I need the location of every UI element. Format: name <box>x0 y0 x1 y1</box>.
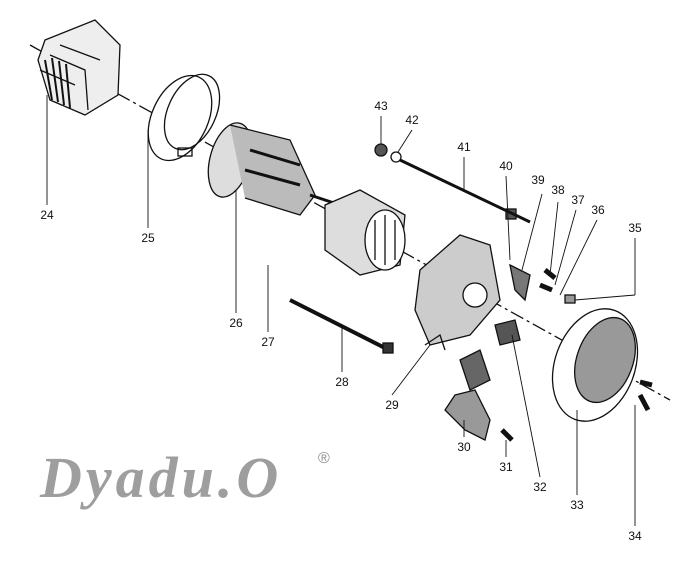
part-label-32: 32 <box>533 480 547 494</box>
leader-lines <box>46 95 636 526</box>
part-label-37: 37 <box>571 193 585 207</box>
part-label-34: 34 <box>628 529 642 543</box>
part-label-42: 42 <box>405 113 419 127</box>
part-39 <box>509 263 531 302</box>
part-label-29: 29 <box>385 398 399 412</box>
part-label-33: 33 <box>570 498 584 512</box>
end-bracket-part-29 <box>414 234 501 351</box>
registered-mark: ® <box>318 450 330 467</box>
screw-part-34 <box>637 379 653 412</box>
part-label-31: 31 <box>499 460 513 474</box>
part-label-24: 24 <box>40 208 54 222</box>
part-label-38: 38 <box>551 183 565 197</box>
part-label-43: 43 <box>374 99 388 113</box>
part-label-30: 30 <box>457 440 471 454</box>
bolt-part-28 <box>289 298 394 354</box>
part-35 <box>564 294 576 304</box>
part-label-40: 40 <box>499 159 513 173</box>
fan-cover-part-24 <box>37 19 121 116</box>
part-label-39: 39 <box>531 173 545 187</box>
screw-part-31 <box>500 428 514 442</box>
watermark: Dyadu.O <box>40 445 283 510</box>
end-cover-part-33 <box>551 308 639 422</box>
part-label-26: 26 <box>229 316 243 330</box>
brush-holder-part-32 <box>494 319 521 346</box>
part-label-41: 41 <box>457 140 471 154</box>
through-bolt-part-41 <box>399 158 531 224</box>
part-label-28: 28 <box>335 375 349 389</box>
part-label-27: 27 <box>261 335 275 349</box>
part-label-36: 36 <box>591 203 605 217</box>
rotor-part-26 <box>207 122 341 216</box>
part-label-35: 35 <box>628 221 642 235</box>
washer-part-42 <box>390 151 402 163</box>
cover-part-30 <box>444 349 491 441</box>
part-label-25: 25 <box>141 231 155 245</box>
washer-part-43 <box>374 143 388 157</box>
band-clamp-part-25 <box>147 73 221 162</box>
screws-part-36-38 <box>539 268 557 293</box>
stator-part-27 <box>324 189 406 276</box>
